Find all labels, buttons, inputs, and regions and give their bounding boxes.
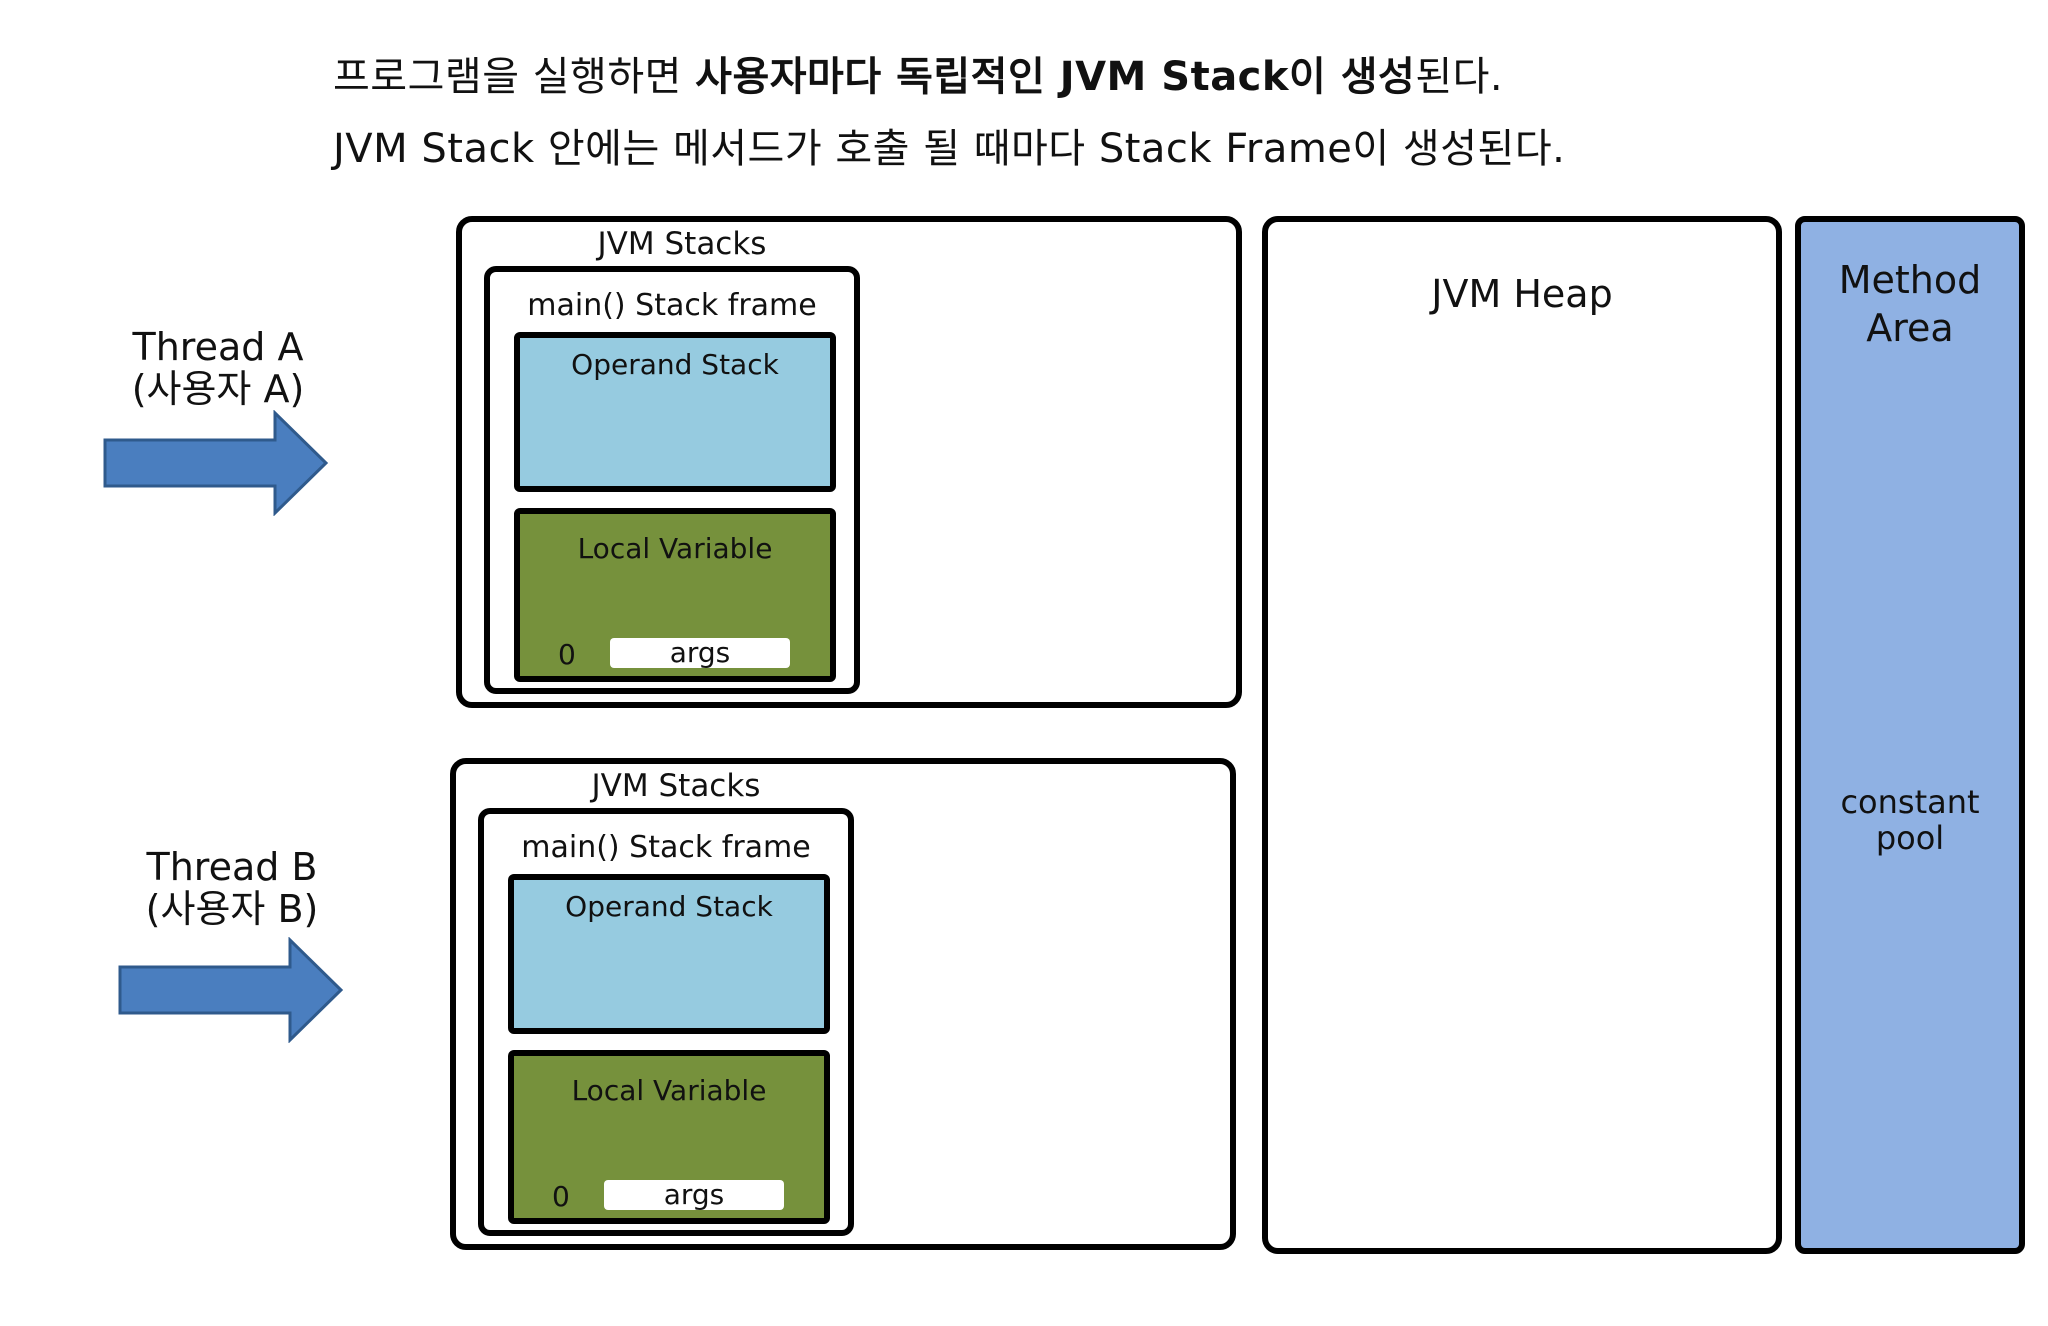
local-variable-a-index: 0 <box>558 638 576 671</box>
local-variable-a-label: Local Variable <box>577 532 773 565</box>
stack-frame-b-title: main() Stack frame <box>521 830 811 865</box>
thread-b-user: (사용자 B) <box>145 887 319 931</box>
method-area-title-line-1: Method <box>1838 258 1982 302</box>
operand-stack-b: Operand Stack <box>508 874 830 1034</box>
operand-stack-a-label: Operand Stack <box>571 348 779 381</box>
local-variable-a-args: args <box>610 638 790 668</box>
constant-pool: constant pool <box>1801 784 2019 856</box>
jvm-stacks-b-title: JVM Stacks <box>591 768 761 804</box>
constant-pool-line-2: pool <box>1875 819 1945 857</box>
jvm-heap: JVM Heap <box>1262 216 1782 1254</box>
thread-a-user: (사용자 A) <box>131 367 305 411</box>
thread-a-name: Thread A <box>132 325 304 369</box>
jvm-stacks-a-title: JVM Stacks <box>597 226 767 262</box>
stack-frame-a: main() Stack frame Operand Stack Local V… <box>484 266 860 694</box>
header-line-2: JVM Stack 안에는 메서드가 호출 될 때마다 Stack Frame이… <box>333 126 1566 172</box>
constant-pool-line-1: constant <box>1840 783 1980 821</box>
stack-frame-b: main() Stack frame Operand Stack Local V… <box>478 808 854 1236</box>
header-line-1-prefix: 프로그램을 실행하면 <box>333 54 696 100</box>
operand-stack-a: Operand Stack <box>514 332 836 492</box>
header-line-1-emphasis: 사용자마다 독립적인 JVM Stack이 생성 <box>695 54 1416 100</box>
jvm-stacks-a: JVM Stacks main() Stack frame Operand St… <box>456 216 1242 708</box>
thread-b-arrow-icon <box>118 937 344 1043</box>
local-variable-b-args: args <box>604 1180 784 1210</box>
thread-b-name: Thread B <box>146 845 318 889</box>
stack-frame-a-title: main() Stack frame <box>527 288 817 323</box>
local-variable-b-index: 0 <box>552 1180 570 1213</box>
local-variable-b-label: Local Variable <box>571 1074 767 1107</box>
header-line-1: 프로그램을 실행하면 사용자마다 독립적인 JVM Stack이 생성된다. <box>333 44 1503 102</box>
local-variable-b: Local Variable 0 args <box>508 1050 830 1224</box>
thread-a-label: Thread A (사용자 A) <box>118 326 318 410</box>
operand-stack-b-label: Operand Stack <box>565 890 773 923</box>
local-variable-a: Local Variable 0 args <box>514 508 836 682</box>
method-area-title-line-2: Area <box>1866 306 1954 350</box>
method-area: Method Area constant pool <box>1795 216 2025 1254</box>
method-area-title: Method Area <box>1801 256 2019 352</box>
thread-b-label: Thread B (사용자 B) <box>132 846 332 930</box>
jvm-stacks-b: JVM Stacks main() Stack frame Operand St… <box>450 758 1236 1250</box>
jvm-heap-label: JVM Heap <box>1431 272 1613 316</box>
thread-a-arrow-icon <box>103 410 329 516</box>
header-line-1-suffix: 된다. <box>1415 54 1504 100</box>
